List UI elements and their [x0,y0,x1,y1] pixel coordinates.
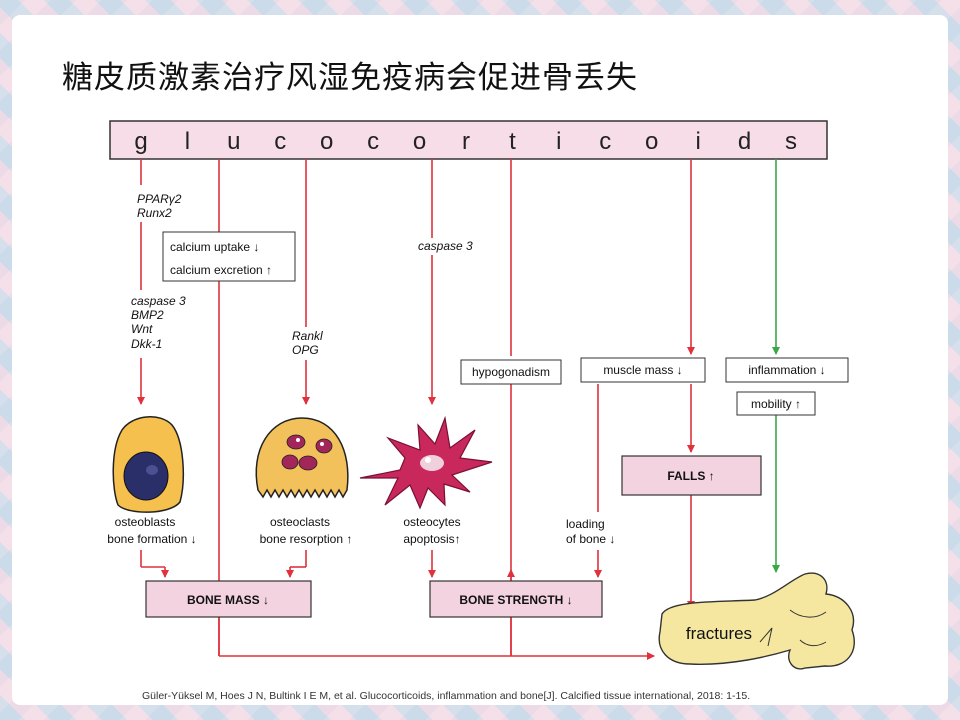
mediator-dkk1: Dkk-1 [131,337,162,351]
banner-letter: g [134,128,147,155]
muscle-mass-box [580,357,706,383]
bone-mass-label: BONE MASS ↓ [187,593,269,607]
banner-letter: l [185,128,190,155]
mediator-pparg2: PPARγ2 [137,192,182,206]
hypogonadism-label: hypogonadism [472,365,550,379]
mediator-wnt: Wnt [131,322,153,336]
mobility-box [736,391,816,416]
glucocorticoids-banner [109,120,828,160]
vertebra-illustration [658,572,855,670]
apoptosis-label: apoptosis↑ [403,532,460,546]
calcium-excretion: calcium excretion ↑ [170,263,272,277]
inflammation-box [725,357,849,383]
falls-label: FALLS ↑ [667,469,714,483]
bone-strength-label: BONE STRENGTH ↓ [459,593,572,607]
bone-formation-label: bone formation ↓ [107,532,196,546]
bone-strength-box [429,580,603,618]
mediator-caspase3-ob: caspase 3 [131,294,186,308]
banner-letter: s [785,128,797,155]
banner-letter: r [462,128,470,155]
osteoclasts-label: osteoclasts [270,515,330,529]
banner-letter: u [227,128,240,155]
calcium-box [162,231,296,282]
banner-letter: o [645,128,658,155]
osteoblast-illustration [112,416,184,513]
banner-letter: c [274,128,286,155]
mediator-runx2: Runx2 [137,206,172,220]
mediator-bmp2: BMP2 [131,308,164,322]
bone-resorption-label: bone resorption ↑ [260,532,353,546]
banner-letter: o [320,128,333,155]
falls-box [621,455,762,496]
mediator-rankl: Rankl [292,329,323,343]
banner-letter: i [556,128,561,155]
muscle-mass-label: muscle mass ↓ [603,363,682,377]
inflammation-label: inflammation ↓ [748,363,825,377]
mediator-opg: OPG [292,343,319,357]
loading-label: loading [566,517,605,531]
osteoclast-illustration [255,417,349,499]
banner-letter: i [695,128,700,155]
banner-letter: o [413,128,426,155]
banner-letter: c [367,128,379,155]
fractures-label: fractures [686,624,752,643]
banner-letter: d [738,128,751,155]
mediator-caspase3-oc: caspase 3 [418,239,473,253]
osteocyte-illustration [359,415,493,510]
mobility-label: mobility ↑ [751,397,801,411]
banner-letter: t [509,128,516,155]
osteoblasts-label: osteoblasts [115,515,176,529]
bone-mass-box [145,580,312,618]
osteocytes-label: osteocytes [403,515,460,529]
of-bone-label: of bone ↓ [566,532,615,546]
hypogonadism-box [460,359,562,385]
banner-letter: c [599,128,611,155]
calcium-uptake: calcium uptake ↓ [170,240,259,254]
citation: Güler-Yüksel M, Hoes J N, Bultink I E M,… [142,690,751,702]
slide-title: 糖皮质激素治疗风湿免疫病会促进骨丢失 [62,60,638,96]
